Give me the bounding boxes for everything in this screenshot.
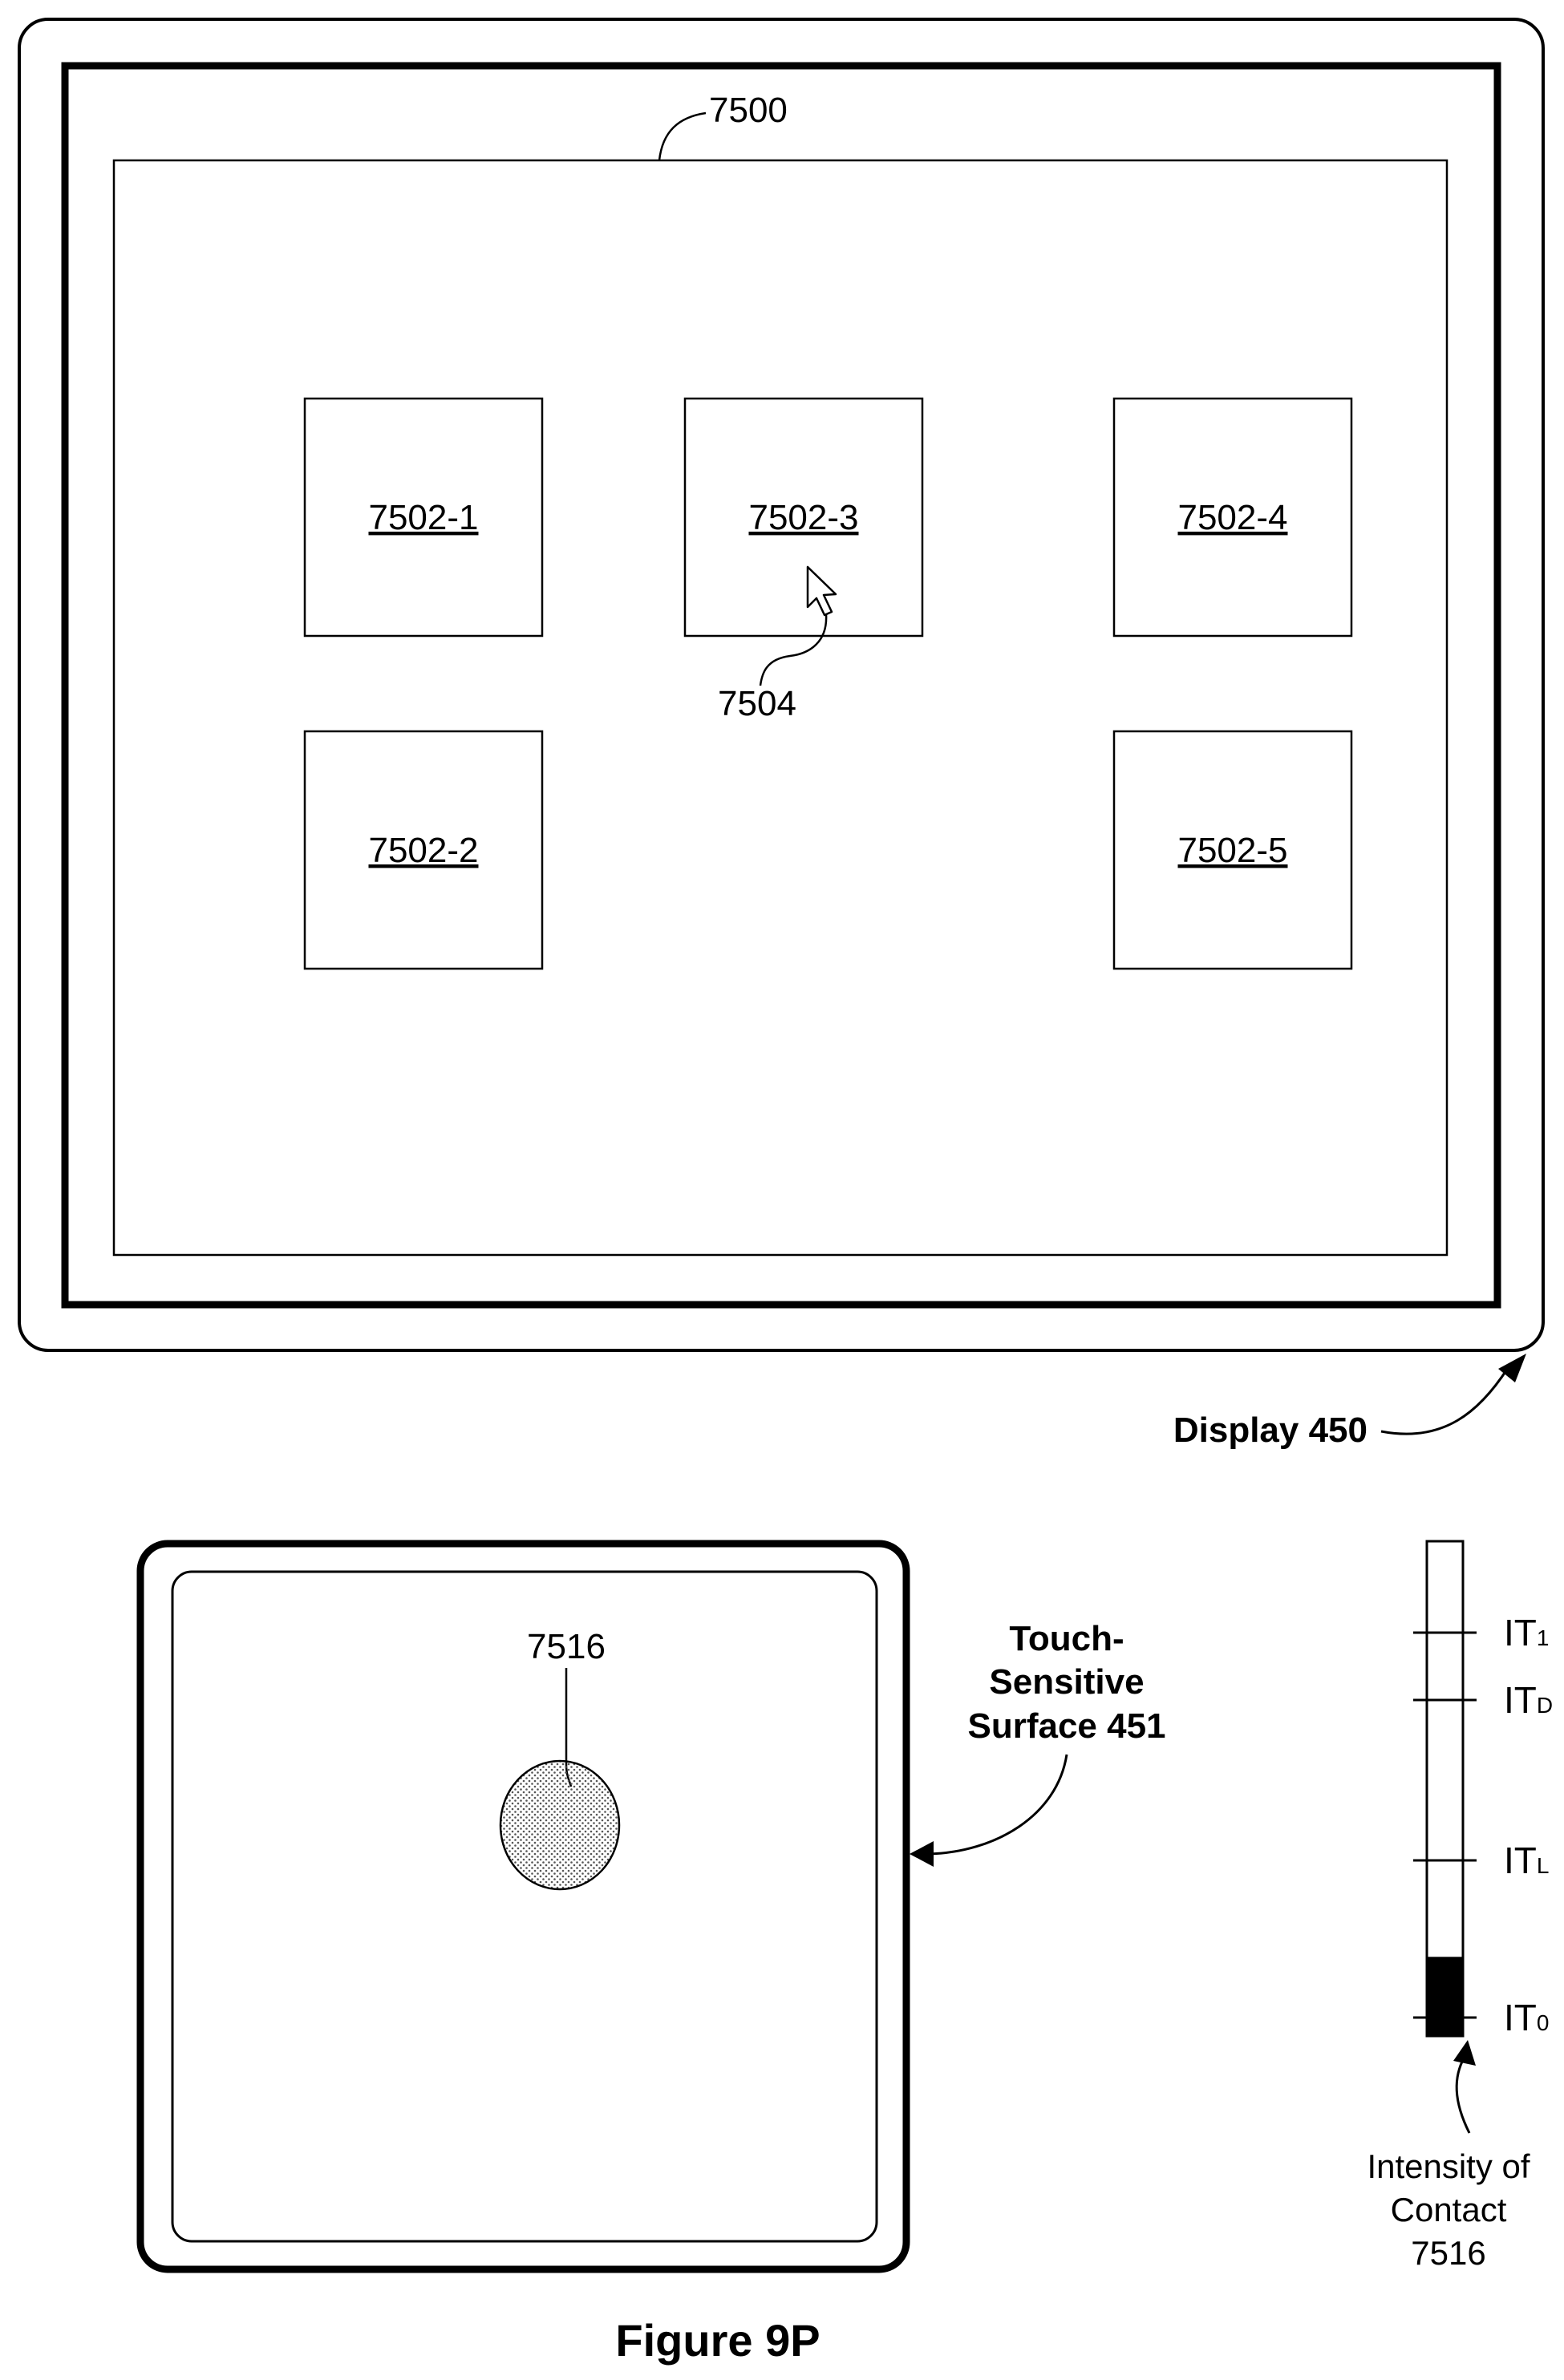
intensity-caption-arrow [1457,2057,1469,2133]
contact-ref-label: 7516 [527,1627,606,1666]
threshold-base: IT [1504,1997,1537,2038]
intensity-caption-arrowhead [1453,2040,1476,2066]
touch-surface-outer [140,1544,906,2269]
touch-caption-arrowhead [910,1841,934,1867]
intensity-caption: Intensity of Contact 7516 [1367,2147,1530,2272]
icon-label: 7502-5 [1177,831,1287,870]
threshold-sub: L [1537,1853,1550,1878]
touch-caption-line-2: Sensitive [989,1662,1144,1702]
figure-caption: Figure 9P [615,2315,820,2366]
touch-sensitive-surface [140,1544,906,2269]
icon-7502-4[interactable]: 7502-4 [1114,399,1351,636]
display-caption-arrow [1381,1368,1508,1434]
contact-7516 [500,1761,619,1889]
threshold-sub: 0 [1537,2010,1550,2035]
intensity-caption-line-3: 7516 [1411,2234,1485,2272]
icon-label: 7502-1 [368,498,478,537]
touch-caption-line-3: Surface 451 [967,1706,1165,1746]
intensity-meter-fill [1427,1957,1463,2036]
touch-surface-caption: Touch- Sensitive Surface 451 [967,1619,1165,1746]
intensity-caption-line-2: Contact [1391,2191,1507,2228]
cursor-ref-label: 7504 [718,684,796,723]
threshold-label: IT1 [1504,1612,1549,1653]
screen-ref-label: 7500 [709,91,788,130]
intensity-caption-line-1: Intensity of [1367,2147,1530,2185]
threshold-sub: D [1537,1693,1553,1718]
icon-label: 7502-4 [1177,498,1287,537]
touch-caption-line-1: Touch- [1009,1619,1124,1658]
icon-7502-5[interactable]: 7502-5 [1114,731,1351,969]
threshold-base: IT [1504,1840,1537,1881]
threshold-label: ITL [1504,1840,1549,1881]
icon-7502-1[interactable]: 7502-1 [305,399,542,636]
icon-7502-2[interactable]: 7502-2 [305,731,542,969]
threshold-sub: 1 [1537,1625,1550,1650]
threshold-base: IT [1504,1679,1537,1721]
icon-label: 7502-3 [748,498,858,537]
display-caption: Display 450 [1173,1411,1367,1450]
touch-caption-arrow [929,1755,1067,1854]
threshold-base: IT [1504,1612,1537,1653]
threshold-label: IT0 [1504,1997,1549,2038]
threshold-label: ITD [1504,1679,1553,1721]
intensity-meter: IT1 ITD ITL IT0 [1413,1541,1553,2038]
icon-label: 7502-2 [368,831,478,870]
icon-7502-3[interactable]: 7502-3 [685,399,922,636]
